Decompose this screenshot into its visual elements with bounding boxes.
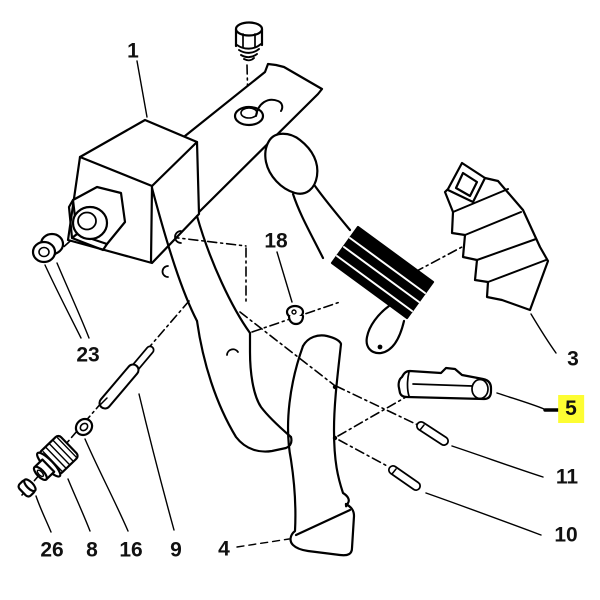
mounting-bolt (234, 21, 264, 62)
clevis-pin (397, 366, 493, 401)
leader-lines (35, 60, 561, 548)
pin-11 (416, 421, 449, 446)
grommet (285, 304, 305, 326)
part-label-1[interactable]: 1 (127, 39, 139, 63)
part-label-8[interactable]: 8 (86, 538, 98, 562)
part-label-11[interactable]: 11 (555, 465, 579, 489)
part-label-10[interactable]: 10 (554, 523, 578, 547)
part-label-9[interactable]: 9 (170, 538, 182, 562)
part-label-5-highlighted[interactable]: 5 (558, 395, 584, 423)
part-label-4[interactable]: 4 (218, 537, 230, 561)
pivot-bushing (31, 232, 65, 264)
pin-10 (388, 465, 421, 491)
pedal-pad (443, 161, 550, 312)
switch-cap (17, 478, 37, 498)
support-arm (183, 62, 324, 217)
pedal-arm (286, 334, 356, 557)
switch-rod (98, 345, 155, 410)
part-label-23[interactable]: 23 (76, 343, 100, 367)
switch-body (32, 434, 79, 481)
part-label-18[interactable]: 18 (264, 229, 288, 253)
washer (74, 417, 94, 437)
pedal-rod-boot (330, 225, 435, 355)
pedal-shaft (264, 132, 352, 260)
part-label-16[interactable]: 16 (119, 538, 143, 562)
bracket-housing (66, 118, 201, 265)
part-label-3[interactable]: 3 (567, 347, 579, 371)
part-label-26[interactable]: 26 (40, 538, 64, 562)
bracket-plate (150, 186, 252, 356)
